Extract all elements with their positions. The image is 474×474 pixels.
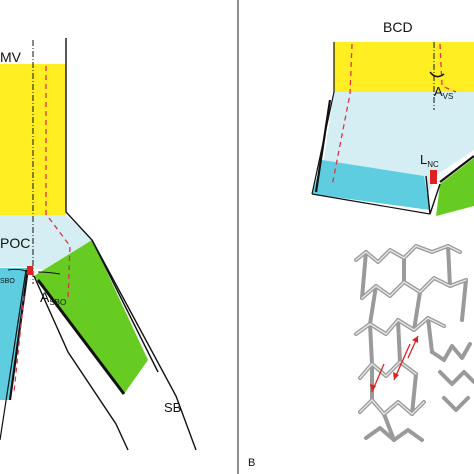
bcd-stent-contour-left [331, 43, 353, 187]
stent-mesh-connector-1 [360, 244, 452, 300]
label-a-vs: AVS [434, 84, 453, 101]
angle-sbo-arc-right [37, 271, 61, 275]
stent-mesh-highlight-4 [359, 361, 417, 379]
stent-mesh-highlight-2 [361, 277, 467, 299]
stent-mesh-highlight-3 [355, 317, 445, 335]
stent-mesh-highlight [355, 245, 467, 415]
bcd-notch [425, 175, 441, 215]
angle-vs-arc [429, 71, 445, 78]
stent-contour-red-dashed [45, 66, 71, 301]
panel-b-letter: B [248, 457, 255, 469]
stent-mesh-side-branch [430, 342, 474, 412]
mesh-arrowhead-3 [412, 336, 418, 343]
bcd-cyan-strut [312, 160, 430, 210]
panel-a: MV POC SBO ASBO SB [0, 38, 197, 451]
stent-mesh-connector-2 [368, 278, 468, 332]
panel-b: BCD AVS LNC [248, 19, 474, 469]
bcd-ostium-marker [430, 170, 437, 184]
bcd-left-strut-edge [314, 99, 332, 193]
stent-mesh-highlight-5 [359, 399, 425, 415]
panel-b-title: BCD [383, 19, 413, 35]
stent-contour-red-dashed-lower [13, 295, 25, 393]
label-left-sbo-sub: SBO [0, 278, 15, 285]
main-branch-strut-edge [8, 267, 30, 401]
stent-mesh-highlight-1 [355, 245, 461, 263]
angle-sbo-arc [7, 268, 29, 273]
label-mv: MV [0, 49, 22, 65]
label-sb: SB [164, 400, 181, 415]
mesh-arrowhead-1 [370, 384, 376, 392]
side-branch-ostium-marker [27, 266, 33, 275]
main-branch-outer-wall [0, 269, 27, 441]
bcd-lower-edge [311, 193, 431, 215]
label-a-sbo: ASBO [40, 289, 66, 307]
label-poc: POC [0, 235, 30, 251]
stent-mesh-connector-3 [368, 316, 434, 366]
side-branch-strut-edge [36, 279, 126, 395]
side-branch-green-strut [34, 240, 148, 394]
label-l-nc: LNC [420, 152, 439, 169]
side-branch-outer-wall [91, 239, 197, 451]
bcd-yellow-segment [334, 42, 474, 94]
bcd-green-edge [439, 155, 474, 183]
stent-mesh-arrowheads [370, 336, 418, 392]
stent-mesh-connector-4 [370, 362, 418, 442]
bcd-green-strut [436, 158, 474, 216]
main-vessel-right-wall [65, 38, 159, 373]
main-vessel-junction-blue-right [30, 215, 92, 270]
side-branch-inner-wall [33, 275, 129, 451]
mesh-arrowhead-2 [393, 372, 399, 380]
